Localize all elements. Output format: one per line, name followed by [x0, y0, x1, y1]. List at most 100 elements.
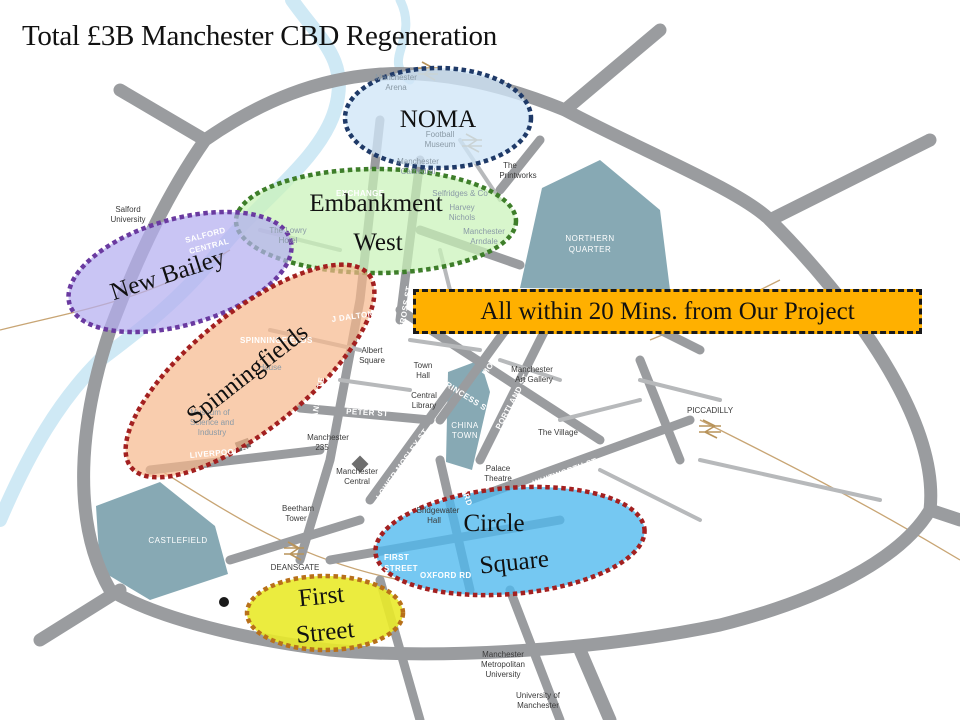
street-label: PETER ST — [346, 407, 389, 418]
district-castlefield — [96, 482, 228, 600]
street-city-rd — [225, 515, 365, 565]
zone-new-bailey[interactable] — [55, 189, 305, 354]
landmark-label: Albert — [362, 346, 384, 355]
district-china-town — [446, 360, 490, 470]
rail-piccadilly — [699, 419, 960, 561]
landmark-label: Manchester — [375, 73, 417, 82]
road-e-radial — [763, 133, 937, 227]
minor-street — [338, 378, 412, 392]
landmark-label: Theatre — [484, 474, 512, 483]
zone-layer — [55, 65, 649, 653]
zone-circle-square[interactable] — [371, 476, 649, 605]
zone-label-embankment-west: Embankment — [309, 190, 442, 217]
minor-street — [498, 358, 562, 382]
street-label: OXFORD RD — [420, 571, 472, 580]
landmark-label: University of — [516, 691, 561, 700]
minor-street — [408, 338, 482, 352]
landmark-label: Museum — [425, 140, 456, 149]
district-label: NORTHERN — [565, 234, 614, 243]
landmark-label-layer: Manchester Arena Football Museum The Pri… — [110, 73, 578, 710]
slide-title: Total £3B Manchester CBD Regeneration — [22, 20, 497, 52]
street-label: STREET — [384, 564, 418, 573]
landmark-label: Central — [344, 477, 370, 486]
landmark-label: Science and — [190, 418, 234, 427]
street-london — [635, 355, 685, 465]
landmark-label: Art Gallery — [515, 375, 553, 384]
landmark-label: Tower — [285, 514, 307, 523]
landmark-label: Library — [412, 401, 436, 410]
landmark-label: Bridgewater — [417, 506, 460, 515]
minor-street — [558, 398, 642, 422]
landmark-label: Manchester — [511, 365, 553, 374]
street-label: FIRST — [384, 553, 409, 562]
minor-street — [698, 458, 882, 502]
landmark-label: University — [110, 215, 145, 224]
landmark-label: Metropolitan — [481, 660, 525, 669]
zone-label-first-street: First — [297, 581, 345, 613]
building-block — [351, 455, 369, 473]
landmark-label: Manchester — [463, 227, 505, 236]
landmark-label: Harvey — [449, 203, 474, 212]
landmark-label: Selfridges & Co — [432, 189, 488, 198]
landmark-label: Hall — [416, 371, 430, 380]
landmark-label: The — [503, 161, 517, 170]
landmark-label: Industry — [198, 428, 226, 437]
inner-ring-road — [77, 67, 938, 661]
minor-street — [638, 378, 722, 402]
landmark-label: Manchester — [482, 650, 524, 659]
landmark-label: Manchester — [336, 467, 378, 476]
street-label: LOWER MOSLEY ST — [374, 427, 430, 501]
district-label-layer: NORTHERN QUARTER CHINA TOWN CASTLEFIELD — [148, 234, 614, 545]
landmark-label: Manchester — [517, 701, 559, 710]
landmark-label: Beetham — [282, 504, 314, 513]
zone-first-street[interactable] — [244, 573, 406, 653]
street-peter — [295, 403, 435, 425]
landmark-label: University — [485, 670, 520, 679]
landmark-label: Manchester — [307, 433, 349, 442]
landmark-label: Hotel — [279, 236, 298, 245]
landmark-label: Printworks — [499, 171, 536, 180]
landmark-label: Salford — [115, 205, 140, 214]
zone-label-embankment-west: West — [353, 229, 402, 256]
minor-street — [598, 468, 702, 522]
road-sw-radial — [33, 583, 127, 647]
landmark-label: 235 — [315, 443, 329, 452]
zone-embankment-west[interactable] — [233, 166, 519, 276]
station-label: DEANSGATE — [271, 563, 320, 572]
district-label: CASTLEFIELD — [148, 536, 207, 545]
landmark-label: House — [258, 363, 282, 372]
project-location-marker — [219, 597, 229, 607]
landmark-label: Nichols — [449, 213, 475, 222]
street-lower-mosley — [365, 385, 455, 505]
zone-spinningfields[interactable] — [95, 230, 406, 513]
landmark-label: Square — [359, 356, 385, 365]
district-label: CHINA — [451, 421, 479, 430]
landmark-label: The Village — [538, 428, 578, 437]
proximity-callout: All within 20 Mins. from Our Project — [413, 289, 922, 334]
district-northern-quarter — [520, 160, 670, 290]
street-label: EXCHANGE — [336, 189, 385, 198]
landmark-label: Manchester — [397, 157, 439, 166]
road-ne-radial — [558, 23, 667, 117]
zone-noma[interactable] — [342, 65, 534, 171]
zone-label-noma: NOMA — [400, 106, 476, 133]
street-high — [495, 135, 545, 195]
district-label: TOWN — [452, 431, 478, 440]
rail-south — [159, 469, 401, 581]
landmark-label: Football — [426, 130, 455, 139]
landmark-label: Hall — [427, 516, 441, 525]
landmark-label: The Lowry — [269, 226, 306, 235]
rail-station-icon — [699, 419, 721, 439]
road-se-radial — [923, 503, 960, 527]
street-label: SPINNINGFIELDS — [240, 336, 313, 345]
landmark-label: Town — [414, 361, 433, 370]
landmark-label: Palace — [486, 464, 511, 473]
road-s-radial — [573, 643, 617, 720]
street-oxford-rd-south — [505, 585, 565, 720]
rail-station-icon — [284, 541, 304, 561]
zone-label-circle-square: Circle — [463, 510, 524, 537]
landmark-label: Arena — [385, 83, 407, 92]
district-piccadilly-corner — [700, 650, 960, 720]
zone-label-first-street: Street — [295, 616, 356, 649]
